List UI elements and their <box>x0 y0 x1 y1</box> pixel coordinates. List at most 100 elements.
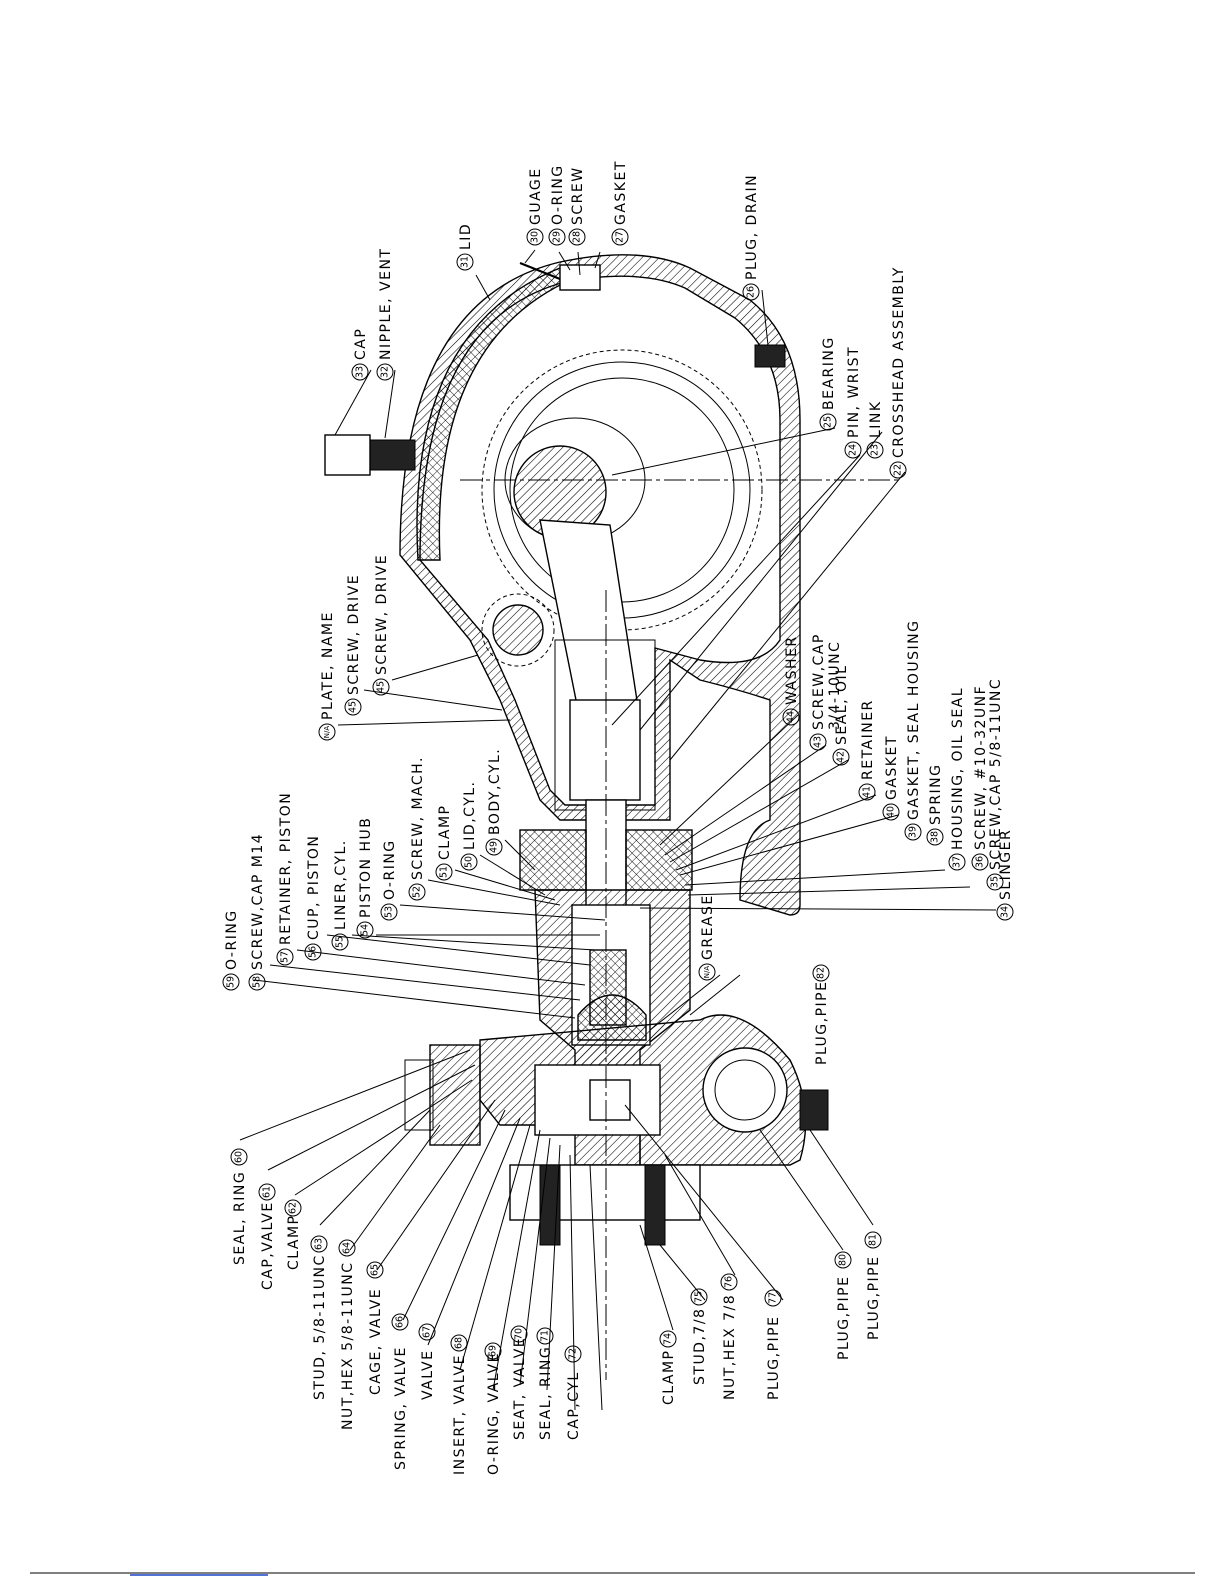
top-label-32: 32 NIPPLE, VENT <box>376 248 394 381</box>
bottom-label-75: STUD,7/8 75 <box>690 1288 708 1385</box>
svg-text:SEAL, RING: SEAL, RING <box>538 1346 554 1440</box>
right-label-38: 38 SPRING <box>926 763 944 846</box>
svg-text:74: 74 <box>663 1333 674 1345</box>
svg-text:34: 34 <box>1000 906 1011 918</box>
bottom-label-76: NUT,HEX 7/8 76 <box>720 1273 738 1400</box>
svg-text:GUAGE: GUAGE <box>528 167 544 225</box>
svg-text:PLATE, NAME: PLATE, NAME <box>320 611 336 720</box>
svg-text:76: 76 <box>724 1276 735 1288</box>
svg-text:57: 57 <box>280 951 291 963</box>
top-label-33: 33 CAP <box>351 328 369 381</box>
top-label-59: 59 O-RING <box>222 909 240 991</box>
pinion-gear <box>481 593 555 667</box>
right-label-35: 35 SCREW,CAP 5/8-11UNC <box>986 678 1004 891</box>
svg-text:33: 33 <box>355 366 366 378</box>
pump-geometry <box>324 254 900 1380</box>
top-label-55: 55 LINER,CYL. <box>331 839 349 951</box>
top-label-49: 49 BODY,CYL. <box>485 748 503 856</box>
bottom-label-61: CAP,VALVE 61 <box>258 1183 276 1290</box>
bottom-label-80: PLUG,PIPE 80 <box>834 1251 852 1360</box>
svg-text:55: 55 <box>335 936 346 948</box>
svg-text:54: 54 <box>360 924 371 936</box>
pipe-plug-label-82: PLUG,PIPE 82 <box>812 964 830 1065</box>
seal-housing-left <box>519 829 587 891</box>
right-label-23: 23 LINK <box>866 400 884 459</box>
svg-text:80: 80 <box>838 1254 849 1266</box>
svg-text:CLAMP: CLAMP <box>286 1215 302 1271</box>
svg-text:CAP: CAP <box>353 328 369 360</box>
svg-text:53: 53 <box>384 906 395 918</box>
gauge-body <box>559 264 601 291</box>
bottom-label-77: PLUG,PIPE 77 <box>764 1289 782 1400</box>
svg-text:PLUG, DRAIN: PLUG, DRAIN <box>744 174 760 280</box>
bottom-label-71: SEAL, RING 71 <box>536 1327 554 1440</box>
top-label-53: 53 O-RING <box>380 839 398 921</box>
valve-cap-stud <box>404 1059 434 1131</box>
pipe-plug-right <box>799 1089 829 1131</box>
top-label-54: 54 PISTON HUB <box>356 817 374 939</box>
svg-text:GREASE: GREASE <box>700 894 716 960</box>
svg-text:29: 29 <box>552 231 563 243</box>
svg-text:24: 24 <box>848 444 859 456</box>
svg-text:O-RING: O-RING <box>382 839 398 900</box>
svg-text:N/A: N/A <box>703 966 711 979</box>
svg-text:CLAMP: CLAMP <box>437 805 453 861</box>
svg-text:82: 82 <box>816 967 827 979</box>
svg-text:STUD, 5/8-11UNC: STUD, 5/8-11UNC <box>312 1254 328 1400</box>
svg-text:WASHER: WASHER <box>784 635 800 705</box>
top-label-28: 28 SCREW <box>568 166 586 246</box>
drain-plug <box>754 344 786 368</box>
svg-text:PLUG,PIPE: PLUG,PIPE <box>766 1316 782 1400</box>
svg-text:SCREW,CAP: SCREW,CAP <box>811 633 827 730</box>
right-label-37: 37 HOUSING, OIL SEAL <box>948 687 966 871</box>
svg-text:41: 41 <box>862 786 873 798</box>
svg-text:40: 40 <box>886 806 897 818</box>
right-label-44: 44 WASHER <box>782 635 800 726</box>
svg-text:43: 43 <box>813 736 824 748</box>
svg-text:58: 58 <box>252 976 263 988</box>
svg-text:SLINGER: SLINGER <box>998 829 1014 900</box>
svg-text:63: 63 <box>314 1238 325 1250</box>
bottom-label-69: O-RING, VALVE 69 <box>484 1342 502 1475</box>
svg-text:SEAL, OIL: SEAL, OIL <box>834 665 850 745</box>
svg-text:INSERT, VALVE: INSERT, VALVE <box>452 1354 468 1475</box>
bottom-label-72: CAP,CYL 72 <box>564 1345 582 1440</box>
top-label-50: 50 LID,CYL. <box>460 781 478 871</box>
svg-text:37: 37 <box>952 856 963 868</box>
svg-text:O-RING, VALVE: O-RING, VALVE <box>486 1352 502 1475</box>
svg-text:CAP,VALVE: CAP,VALVE <box>260 1201 276 1290</box>
svg-text:SCREW: SCREW <box>570 166 586 225</box>
svg-text:75: 75 <box>694 1291 705 1303</box>
svg-text:44: 44 <box>786 711 797 723</box>
svg-text:49: 49 <box>489 841 500 853</box>
svg-text:SCREW, #10-32UNF: SCREW, #10-32UNF <box>973 685 989 850</box>
svg-text:SCREW, MACH.: SCREW, MACH. <box>410 756 426 880</box>
svg-text:39: 39 <box>908 826 919 838</box>
svg-text:CLAMP: CLAMP <box>661 1350 677 1406</box>
svg-text:NUT,HEX 5/8-11UNC: NUT,HEX 5/8-11UNC <box>340 1261 356 1430</box>
bottom-label-65: CAGE, VALVE 65 <box>366 1261 384 1395</box>
right-label-34: 34 SLINGER <box>996 829 1014 921</box>
svg-text:CROSSHEAD ASSEMBLY: CROSSHEAD ASSEMBLY <box>891 266 907 458</box>
svg-text:PISTON HUB: PISTON HUB <box>358 817 374 918</box>
svg-text:O-RING: O-RING <box>224 909 240 970</box>
svg-text:67: 67 <box>422 1326 433 1338</box>
bottom-label-63: STUD, 5/8-11UNC 63 <box>310 1235 328 1400</box>
svg-text:69: 69 <box>488 1345 499 1357</box>
right-label-39: 39 GASKET, SEAL HOUSING <box>904 620 922 841</box>
svg-text:LID: LID <box>458 223 474 250</box>
svg-text:GASKET: GASKET <box>613 160 629 225</box>
svg-text:65: 65 <box>370 1264 381 1276</box>
bottom-label-70: SEAT, VALVE 70 <box>510 1325 528 1440</box>
svg-text:SCREW,CAP M14: SCREW,CAP M14 <box>250 833 266 970</box>
top-label-45b: 45 SCREW, DRIVE <box>372 554 390 696</box>
right-label-26: 26 PLUG, DRAIN <box>742 174 760 301</box>
svg-text:PLUG,PIPE: PLUG,PIPE <box>866 1256 882 1340</box>
svg-text:SPRING, VALVE: SPRING, VALVE <box>393 1346 409 1470</box>
svg-text:GASKET: GASKET <box>884 735 900 800</box>
svg-text:22: 22 <box>893 464 904 476</box>
grease-label: N/A GREASE <box>698 894 716 981</box>
svg-text:28: 28 <box>572 231 583 243</box>
bottom-label-68: INSERT, VALVE 68 <box>450 1334 468 1475</box>
center-plug <box>589 1079 631 1121</box>
